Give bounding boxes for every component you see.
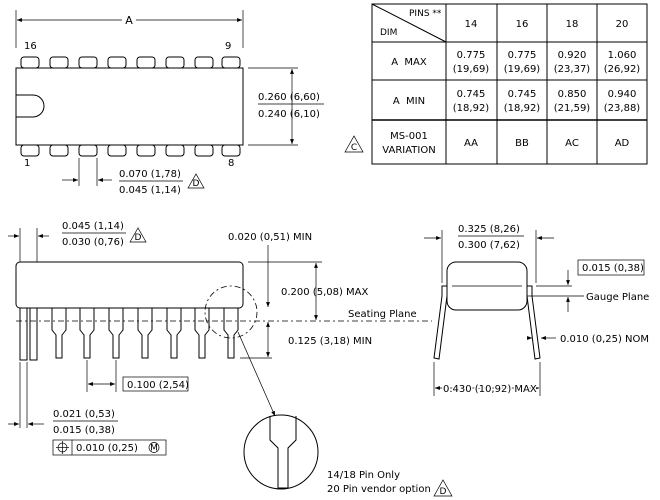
pin-8-label: 8 [228,158,234,169]
note-d-triangle-3 [433,479,453,497]
lead-len-min-label: 0.125 (3,18) MIN [288,336,372,347]
detail-leader [237,331,276,417]
detail-circle [204,285,258,339]
a-max-18-mm: (23,37) [554,64,591,75]
tolerance-frame [52,439,167,456]
side-leads [19,308,239,361]
variation-label-1: MS-001 [390,131,428,142]
pitch-max-label: 0.070 (1,78) [119,169,181,180]
pin-16-label: 16 [24,41,37,52]
a-min-20-in: 0.940 [608,89,637,100]
side-body [15,261,244,309]
pin-count-18: 18 [566,19,579,30]
note-c-label: C [351,143,357,153]
width-min-label: 0.240 (6,10) [258,109,320,120]
pin-1-label: 1 [24,158,30,169]
position-tol-label: 0.010 (0,25) [76,443,138,454]
pin-9-label: 9 [225,41,231,52]
standoff-min-label: 0.020 (0,51) MIN [228,232,312,243]
seating-plane-label: Seating Plane [348,309,417,320]
note-d-label-2: D [135,233,142,243]
hdr-dim: DIM [380,28,397,38]
dimension-table: PINS ** DIM 14 16 18 20 A MAX 0.775 (19,… [344,3,648,165]
a-max-14-mm: (19,69) [453,64,490,75]
pitch-box [122,376,189,392]
pin-count-14: 14 [465,19,478,30]
detail-note-2: 20 Pin vendor option [327,484,431,495]
variation-18: AC [565,138,579,149]
pin-count-16: 16 [516,19,529,30]
pitch-min-label: 0.045 (1,14) [119,185,181,196]
end-view: 0.325 (8,26) 0.300 (7,62) 0.015 (0,38) G… [424,224,649,397]
tol-m-label: M [150,444,158,454]
a-min-16-in: 0.745 [508,89,537,100]
pin-count-20: 20 [616,19,629,30]
pin1-notch [16,94,45,118]
detail-view: 14/18 Pin Only 20 Pin vendor option D [243,414,453,497]
note-d-triangle [187,173,205,189]
bottom-pins [20,144,241,157]
lead-t-min-label: 0.015 (0,38) [53,425,115,436]
width-max-label: 0.260 (6,60) [258,92,320,103]
note-c-triangle [344,135,364,153]
side-view: 0.045 (1,14) 0.030 (0,76) D 0.020 (0,51)… [8,221,432,456]
a-min-18-in: 0.850 [558,89,587,100]
detail-note-1: 14/18 Pin Only [327,470,400,481]
variation-14: AA [464,138,478,149]
top-pins [20,56,241,69]
a-max-20-mm: (26,92) [604,64,641,75]
table-border [371,3,648,165]
end-lead-left [433,285,448,360]
a-min-18-mm: (21,59) [554,103,591,114]
row-a-max-label: A MAX [391,57,427,68]
a-min-16-mm: (18,92) [504,103,541,114]
dim-a-label: A [125,14,133,27]
hdr-pins: PINS ** [409,9,442,19]
variation-label-2: VARIATION [382,145,435,156]
a-max-18-in: 0.920 [558,50,587,61]
detail-lead [269,416,297,489]
note-d-triangle-2 [129,227,147,243]
gauge-offset-box [577,259,645,276]
variation-20: AD [615,138,630,149]
gauge-offset-label: 0.015 (0,38) [582,263,644,274]
top-body [15,67,244,146]
a-min-14-mm: (18,92) [453,103,490,114]
lead-t-max-label: 0.021 (0,53) [53,409,115,420]
a-max-16-mm: (19,69) [504,64,541,75]
row-w-max-label: 0.325 (8,26) [458,224,520,235]
note-d-label-3: D [440,487,447,497]
tol-m-circle [148,442,160,453]
lead-w-min-label: 0.030 (0,76) [62,237,124,248]
header-diagonal [371,3,447,43]
a-max-14-in: 0.775 [457,50,486,61]
row-a-min-label: A MIN [393,96,425,107]
height-max-label: 0.200 (5,08) MAX [281,287,369,298]
top-view: A 16 9 1 8 [15,10,324,196]
variation-16: BB [515,138,529,149]
a-max-20-in: 1.060 [608,50,637,61]
gauge-plane-label: Gauge Plane [586,292,649,303]
a-max-16-in: 0.775 [508,50,537,61]
spread-max-label: 0.430 (10,92) MAX [443,384,537,395]
end-lead-right [526,285,541,360]
lead-thk-label: 0.010 (0,25) NOM [560,334,649,345]
lead-w-max-label: 0.045 (1,14) [62,221,124,232]
row-w-min-label: 0.300 (7,62) [458,240,520,251]
pitch-label: 0.100 (2,54) [127,380,189,391]
detail-zoom-circle [243,414,319,490]
note-d-label: D [193,179,200,189]
a-min-14-in: 0.745 [457,89,486,100]
a-min-20-mm: (23,88) [604,103,641,114]
